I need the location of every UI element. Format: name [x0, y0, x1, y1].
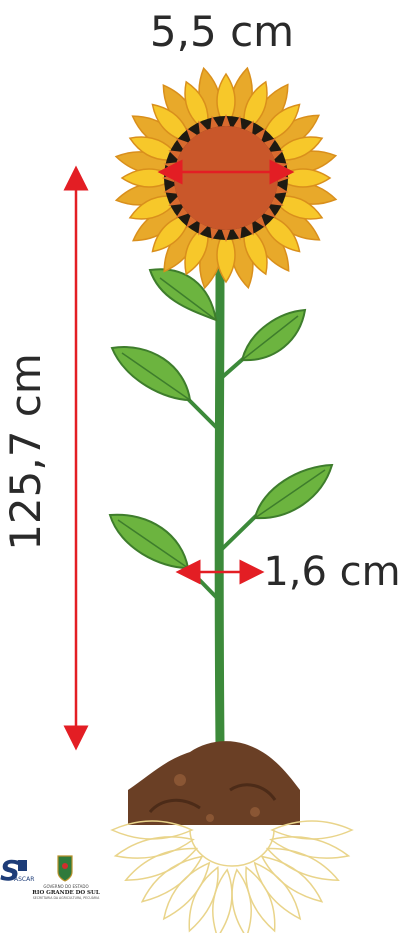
leaf-lower-right [255, 465, 332, 518]
gov-line-1: GOVERNO DO ESTADO [43, 884, 88, 889]
flower-width-label: 5,5 cm [150, 7, 294, 56]
gov-line-3: SECRETARIA DA AGRICULTURA, PECUÁRIA [33, 895, 100, 900]
plant-height-label: 125,7 cm [1, 353, 50, 551]
decorative-petal [213, 870, 232, 933]
ascar-logo-caption: ASCAR [14, 876, 34, 883]
decorative-center [190, 830, 274, 866]
soil-mound [128, 741, 300, 825]
decorative-petal [271, 837, 349, 858]
leaf-upper-right [242, 310, 305, 360]
rio-grande-do-sul-coat-of-arms: GOVERNO DO ESTADO RIO GRANDE DO SUL SECR… [32, 856, 100, 900]
decorative-flower-outline [112, 821, 352, 933]
leaf-middle-left [112, 347, 190, 400]
stem-width-label: 1,6 cm [263, 549, 400, 595]
leaf-lower-left [110, 515, 188, 568]
ascar-logo: S ASCAR [0, 854, 34, 887]
sunflower-head [116, 68, 336, 288]
decorative-petal [232, 870, 251, 933]
decorative-petal [115, 837, 193, 858]
